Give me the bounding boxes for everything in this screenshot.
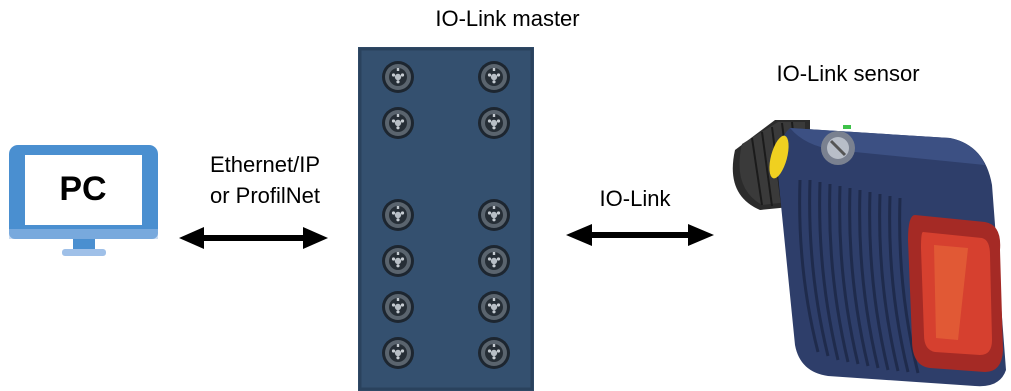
pc-label: PC [59, 170, 106, 208]
ethernet-double-arrow [179, 227, 328, 249]
iolink-sensor-device [732, 120, 1006, 387]
iolink-double-arrow [566, 224, 714, 246]
iolink-sensor-title: IO-Link sensor [776, 61, 920, 86]
iolink-master-title: IO-Link master [435, 6, 580, 31]
ethernet-label-line1: Ethernet/IP [209, 152, 321, 177]
ethernet-label-line2: or ProfilNet [209, 183, 321, 208]
iolink-link-label: IO-Link [599, 186, 671, 211]
pc-monitor-icon [9, 145, 158, 256]
iolink-master-device [358, 47, 534, 391]
